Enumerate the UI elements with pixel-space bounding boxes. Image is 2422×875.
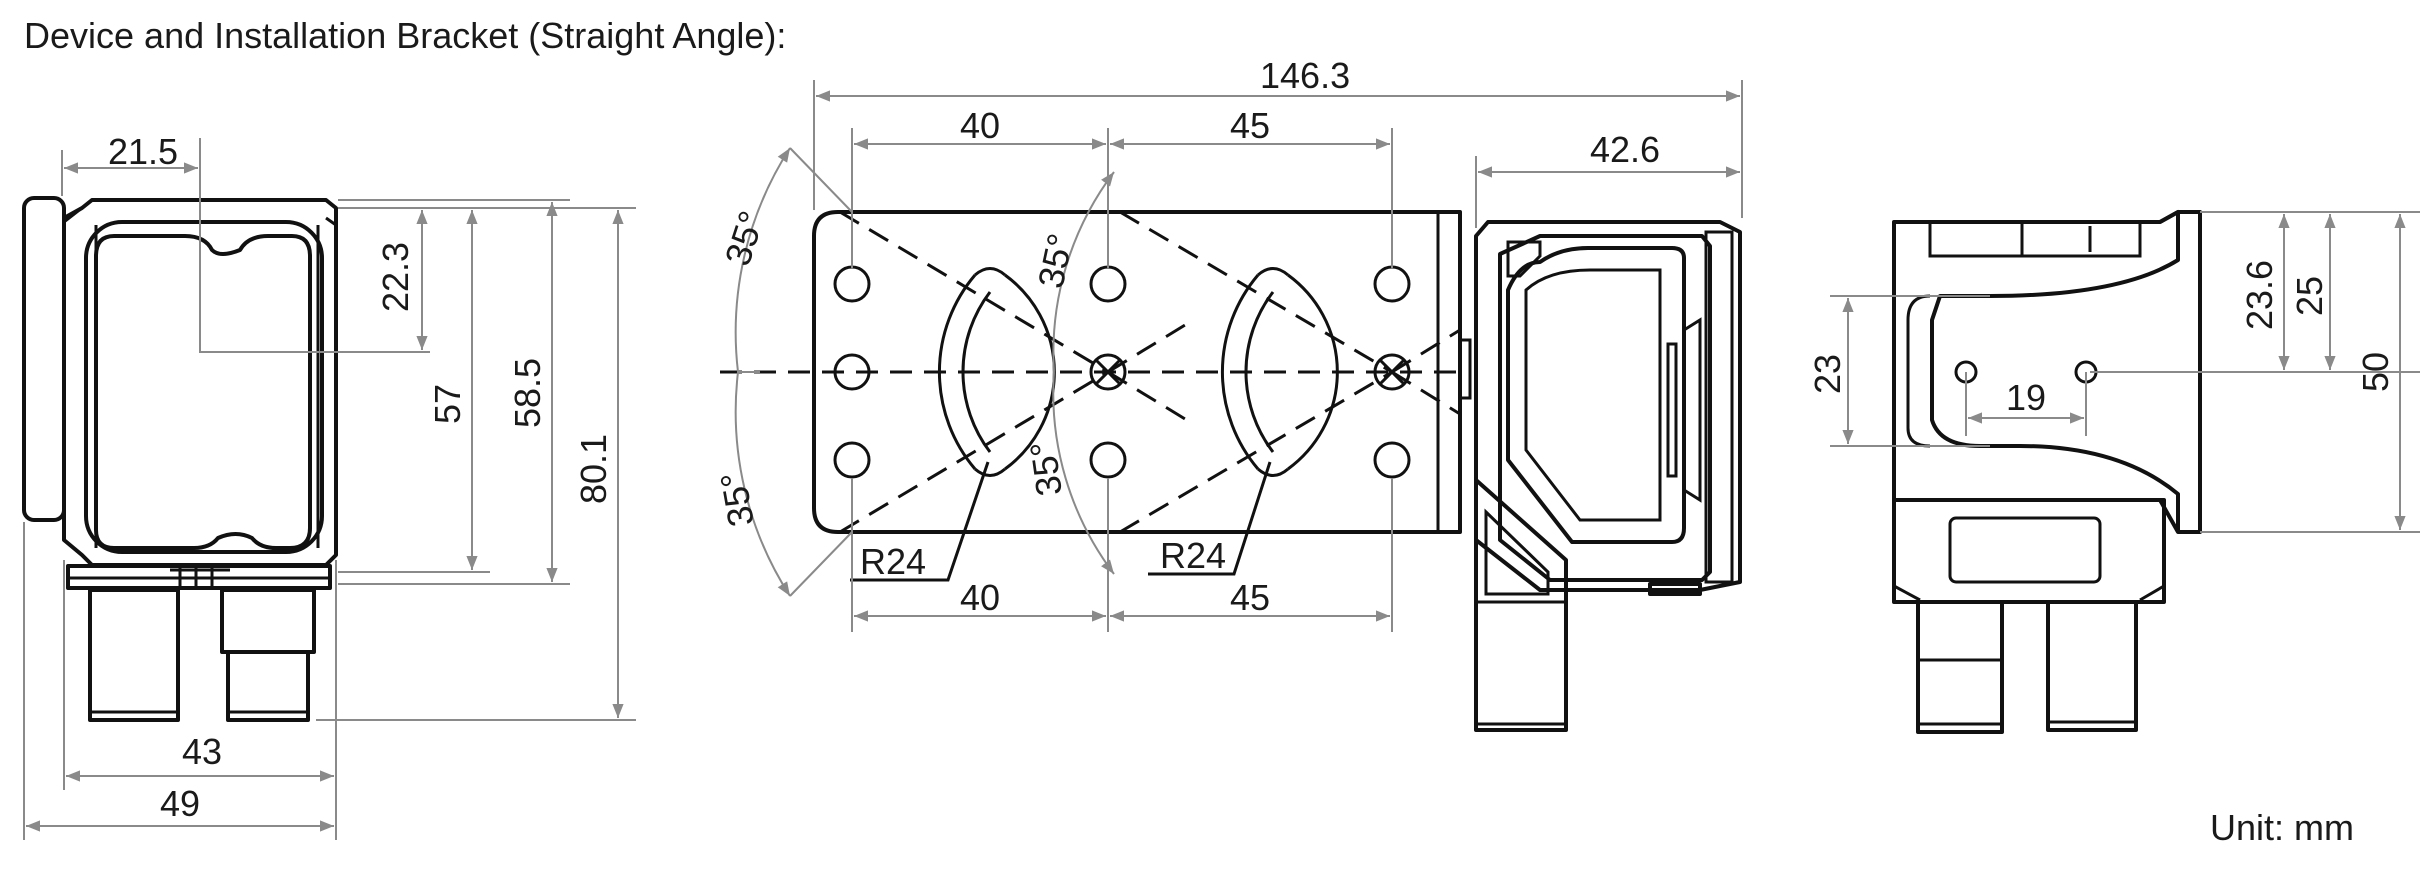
side-view: 23 19 23.6 25 50 [1807,210,2420,734]
angle-indicators [734,147,1115,597]
drawing-title: Device and Installation Bracket (Straigh… [24,15,786,56]
angle-mid-top: 35° [1030,230,1081,292]
dim-device-depth: 42.6 [1590,129,1660,170]
dim-width-inner: 43 [182,731,222,772]
dim-side-23: 23 [1807,354,1848,394]
mounting-holes [833,265,1411,479]
radius-right: R24 [1160,535,1226,576]
bracket-view: 35° 35° 35° 35° R24 R24 [712,55,1743,732]
dim-lens-offset-x: 21.5 [108,131,178,172]
center-lines [720,210,1461,534]
dim-height-58-5: 58.5 [507,358,548,428]
device-side-body [1474,220,1742,596]
dim-total-length: 146.3 [1260,55,1350,96]
angle-mid-bottom: 35° [1022,439,1070,499]
angle-left-bottom: 35° [712,469,762,530]
dim-top-right: 45 [1230,105,1270,146]
dim-bottom-left: 40 [960,577,1000,618]
radius-left: R24 [860,541,926,582]
dim-width-outer: 49 [160,783,200,824]
angle-left-top: 35° [717,206,773,270]
device-side-connector [1474,478,1568,732]
bracket-plate [720,210,1472,534]
dim-bottom-right: 45 [1230,577,1270,618]
side-device-body [1892,210,2202,604]
connector-left [88,588,180,722]
unit-label: Unit: mm [2210,807,2354,848]
front-view: 21.5 22.3 57 58.5 80.1 43 49 [22,131,636,840]
dim-hole-spacing: 19 [2006,377,2046,418]
dim-height-total: 80.1 [573,434,614,504]
dim-lens-offset-y: 22.3 [375,242,416,312]
dim-side-23-6: 23.6 [2239,260,2280,330]
dim-top-left: 40 [960,105,1000,146]
connector-right [220,588,316,722]
dim-side-25: 25 [2289,276,2330,316]
dim-side-50: 50 [2355,352,2396,392]
radius-leaders [850,461,1272,582]
device-front-body [22,196,338,590]
dim-height-57: 57 [427,384,468,424]
side-connectors [1916,600,2138,734]
